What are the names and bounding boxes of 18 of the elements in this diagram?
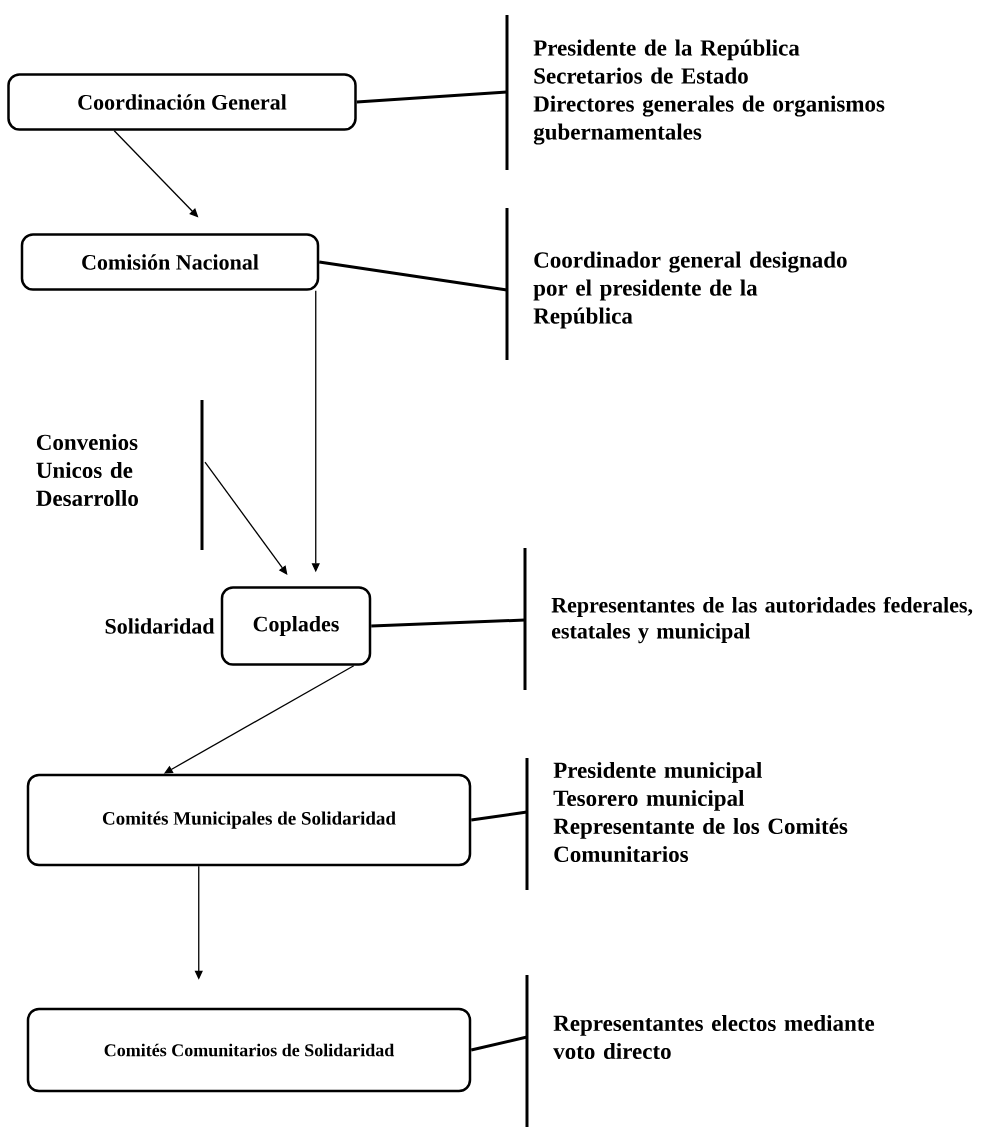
process-box: Coordinación General bbox=[7, 73, 357, 131]
connector-line bbox=[356, 90, 508, 104]
arrow bbox=[204, 461, 288, 575]
side-label: Solidaridad bbox=[105, 618, 215, 634]
bracketed-text: Presidente de la República Secretarios de Estado Directores generales de organismos gubernamentales bbox=[505, 15, 885, 170]
process-box: Coplades bbox=[220, 586, 372, 666]
bracketed-text: Representantes de las autoridades federales, estatales y municipal bbox=[523, 548, 973, 690]
process-box: Comités Municipales de Solidaridad bbox=[26, 773, 472, 867]
process-box: Comisión Nacional bbox=[20, 233, 320, 291]
process-box: Comités Comunitarios de Solidaridad bbox=[26, 1007, 472, 1093]
bracketed-text: Presidente municipal Tesorero municipal Representante de los Comités Comunitarios bbox=[525, 758, 848, 890]
connector-line bbox=[470, 1035, 528, 1052]
bracketed-text: Coordinador general designado por el presidente de la República bbox=[505, 208, 847, 360]
bracketed-text: Representantes electos mediante voto directo bbox=[525, 975, 875, 1127]
connector-line bbox=[471, 810, 528, 822]
connector-line bbox=[319, 260, 508, 292]
connector-line bbox=[371, 618, 526, 628]
bracketed-text: Convenios Unicos de Desarrollo bbox=[36, 400, 204, 550]
